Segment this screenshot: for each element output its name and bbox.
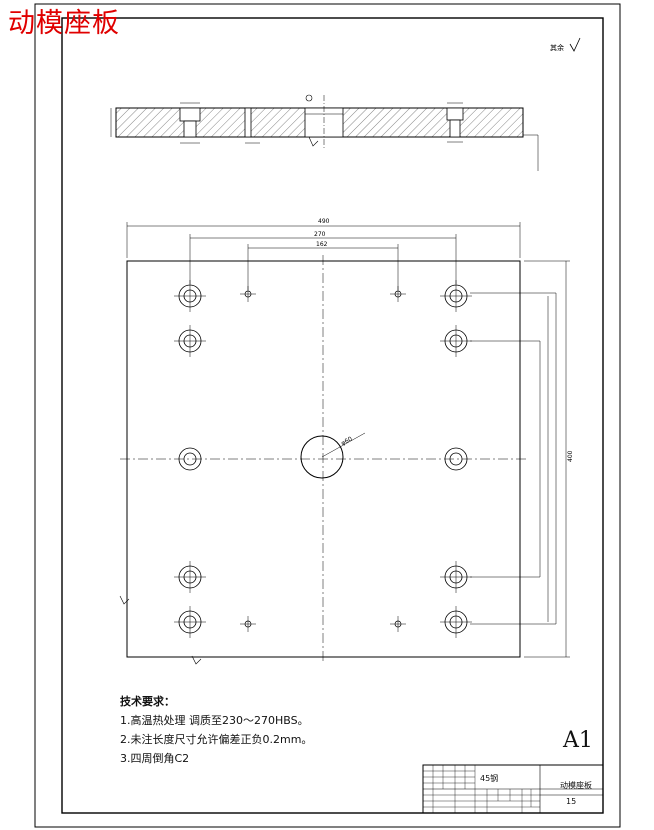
dim-hole-span-inner: 162 (316, 241, 328, 248)
dim-overall-width: 490 (318, 218, 330, 225)
notes-title: 技术要求： (120, 695, 175, 708)
title-block-part-name: 动模座板 (560, 781, 592, 790)
title-block-number: 15 (566, 797, 577, 806)
drawing-heading: 动模座板 (8, 8, 120, 39)
title-block (422, 764, 604, 814)
section-view (110, 94, 539, 171)
dim-hole-span-outer: 270 (314, 231, 326, 238)
dim-overall-height: 400 (567, 450, 574, 462)
note-item: 2.未注长度尺寸允许偏差正负0.2mm。 (120, 733, 313, 746)
sheet-size: A1 (563, 728, 593, 753)
drawing-frame (61, 17, 604, 814)
dim-center-bore: φ60 (340, 435, 354, 447)
note-item: 1.高温热处理 调质至230～270HBS。 (120, 714, 309, 727)
roughness-mark: 其余 (550, 37, 581, 52)
sheet-border (34, 3, 621, 828)
plan-view: 490 270 162 φ60 400 (119, 218, 574, 665)
title-block-material: 45钢 (480, 774, 499, 783)
center-bore (300, 435, 344, 479)
technical-requirements: 技术要求： 1.高温热处理 调质至230～270HBS。 2.未注长度尺寸允许偏… (120, 692, 312, 768)
note-item: 3.四周倒角C2 (120, 752, 190, 765)
roughness-label: 其余 (550, 43, 564, 52)
